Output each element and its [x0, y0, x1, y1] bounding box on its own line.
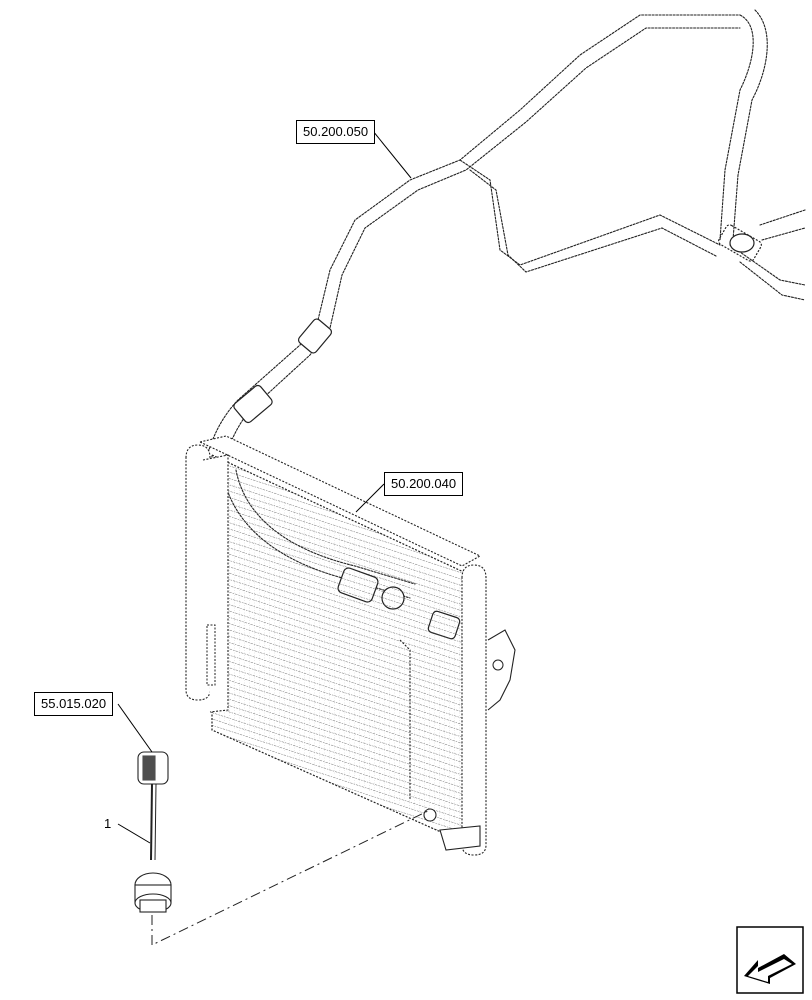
condenser	[185, 435, 516, 856]
previous-page-arrow-icon[interactable]	[736, 926, 804, 994]
leader-lines	[117, 130, 412, 844]
pressure-switch	[134, 751, 172, 913]
item-number-1: 1	[104, 816, 112, 831]
assembly-line	[151, 809, 431, 946]
callout-50-200-040[interactable]: 50.200.040	[384, 472, 464, 496]
callout-50-200-050[interactable]: 50.200.050	[296, 120, 376, 144]
callout-55-015-020[interactable]: 55.015.020	[34, 692, 114, 716]
